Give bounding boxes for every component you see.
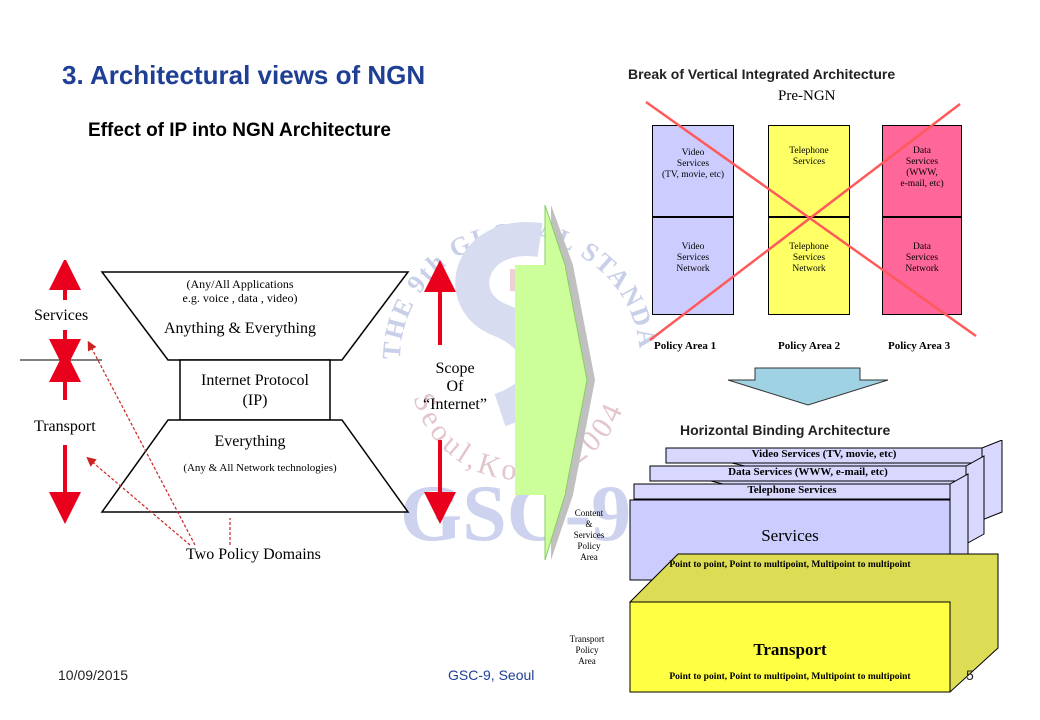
page-number: 5 xyxy=(966,667,974,683)
transition-arrow xyxy=(515,205,595,561)
transport-layer-title: Transport xyxy=(753,640,827,659)
scope-label-line1: Scope xyxy=(435,360,475,377)
crossed-out-mark xyxy=(645,100,977,406)
services-layer-title: Services xyxy=(761,526,819,545)
telephone-services-layer: Telephone Services xyxy=(747,484,837,496)
vertical-arch-header: Break of Vertical Integrated Architectur… xyxy=(628,66,896,82)
content-policy-label: Content & Services Policy Area xyxy=(573,508,605,562)
video-network-box: Video Services Network xyxy=(652,217,734,315)
video-services-layer: Video Services (TV, movie, etc) xyxy=(751,448,897,460)
data-services-box: Data Services (WWW, e-mail, etc) xyxy=(882,125,962,217)
applications-note-line1: (Any/All Applications xyxy=(186,277,294,291)
data-services-layer: Data Services (WWW, e-mail, etc) xyxy=(728,466,888,478)
applications-trapezoid xyxy=(100,271,410,361)
ip-box xyxy=(179,359,331,421)
everything-label: Everything xyxy=(214,433,286,450)
ip-label-line2: (IP) xyxy=(242,392,268,409)
horizontal-arch-header: Horizontal Binding Architecture xyxy=(680,422,891,438)
ip-label-line1: Internet Protocol xyxy=(201,372,309,389)
horizontal-layers-diagram xyxy=(629,440,1003,693)
transport-connectivity: Point to point, Point to multipoint, Mul… xyxy=(669,672,911,682)
transport-policy-label: Transport Policy Area xyxy=(569,634,605,666)
policy-area-2: Policy Area 2 xyxy=(778,340,841,352)
scope-label-line2: Of xyxy=(446,378,464,395)
services-label: Services xyxy=(34,307,89,324)
policy-domains-label: Two Policy Domains xyxy=(186,546,321,563)
anything-label: Anything & Everything xyxy=(164,320,316,337)
video-services-box: Video Services (TV, movie, etc) xyxy=(652,125,734,217)
policy-area-3: Policy Area 3 xyxy=(888,340,951,352)
hourglass-diagram xyxy=(20,260,456,546)
pre-ngn-label: Pre-NGN xyxy=(778,88,836,104)
network-technologies-note: (Any & All Network technologies) xyxy=(183,462,337,474)
scope-label-line3: “Internet” xyxy=(423,396,487,413)
page-subtitle: Effect of IP into NGN Architecture xyxy=(88,120,391,141)
footer-date: 10/09/2015 xyxy=(58,667,129,683)
page-title: 3. Architectural views of NGN xyxy=(62,60,426,90)
transport-label: Transport xyxy=(34,418,96,435)
services-connectivity: Point to point, Point to multipoint, Mul… xyxy=(669,560,911,570)
telephone-network-box: Telephone Services Network xyxy=(768,217,850,315)
telephone-services-box: Telephone Services xyxy=(768,125,850,217)
applications-note-line2: e.g. voice , data , video) xyxy=(182,291,298,305)
down-arrow-icon xyxy=(727,367,889,406)
footer-center: GSC-9, Seoul xyxy=(448,667,535,683)
network-trapezoid xyxy=(100,419,410,513)
policy-area-1: Policy Area 1 xyxy=(654,340,717,352)
